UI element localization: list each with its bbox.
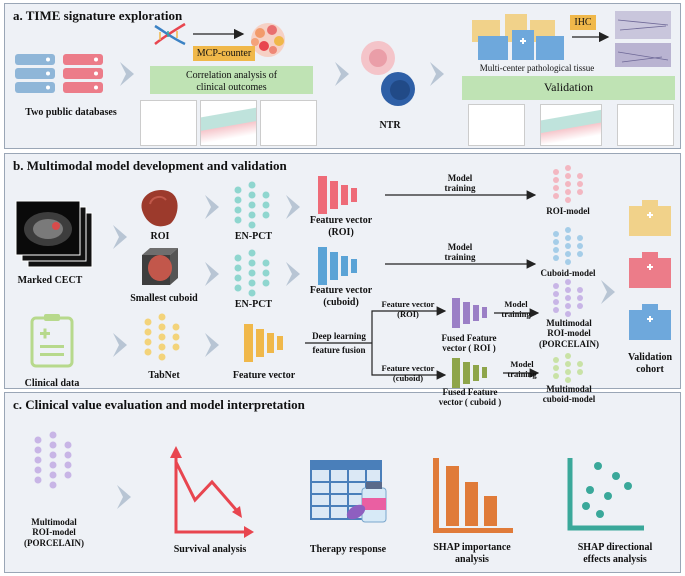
flow-arrow-icon bbox=[286, 195, 300, 219]
correlation-bar bbox=[150, 66, 313, 94]
feature-vector-label: Feature vector bbox=[232, 370, 296, 381]
porcelain-label: Multimodal ROI-model (PORCELAIN) bbox=[24, 517, 84, 548]
en-pct-cuboid-label: EN-PCT bbox=[234, 299, 273, 310]
cuboid-icon bbox=[142, 248, 178, 285]
fused-feature-roi-icon bbox=[452, 298, 487, 328]
feature-vector-roi-label: Feature vector (ROI) bbox=[309, 215, 373, 238]
flow-arrow-icon bbox=[205, 195, 219, 219]
ihc-label: IHC bbox=[570, 15, 596, 30]
marked-cect-label: Marked CECT bbox=[17, 275, 83, 286]
flow-arrow-icon bbox=[113, 225, 127, 249]
flow-arrow-icon bbox=[335, 62, 349, 86]
model-training-label-4: Model training bbox=[507, 359, 537, 379]
flow-arrow-icon bbox=[205, 333, 219, 357]
flow-arrow-icon bbox=[120, 62, 134, 86]
flow-arrow-icon bbox=[113, 333, 127, 357]
ntr-cell-icon bbox=[361, 41, 415, 106]
flow-arrow-icon bbox=[601, 280, 615, 304]
forest-plot-thumbnail-2 bbox=[617, 104, 674, 146]
shap-scatter-icon bbox=[567, 458, 644, 531]
panel-c-title: c. Clinical value evaluation and model i… bbox=[13, 397, 305, 412]
feature-vector-cuboid-icon bbox=[318, 247, 357, 285]
fused-feature-cuboid-icon bbox=[452, 358, 487, 388]
porcelain-model-network-icon bbox=[34, 431, 72, 489]
validation-hospitals-icon bbox=[629, 200, 671, 340]
panel-a-title: a. TIME signature exploration bbox=[13, 8, 183, 23]
immune-cells-icon bbox=[251, 23, 285, 57]
validation-bar bbox=[462, 76, 675, 100]
table-thumbnail-2 bbox=[468, 104, 525, 146]
multimodal-cuboid-model-label: Multimodal cuboid-model bbox=[542, 384, 596, 405]
feature-vector-cuboid-label: Feature vector (cuboid) bbox=[309, 285, 373, 308]
database-stack-red-icon bbox=[63, 54, 103, 93]
flow-arrow-icon bbox=[117, 485, 131, 509]
shap-importance-bars-icon bbox=[433, 458, 513, 533]
multimodal-cuboid-model-network-icon bbox=[553, 353, 583, 383]
hospital-icons bbox=[472, 14, 564, 60]
correlation-label: Correlation analysis of clinical outcome… bbox=[185, 70, 278, 93]
tabnet-network-icon bbox=[144, 313, 180, 361]
en-pct-roi-label: EN-PCT bbox=[234, 231, 273, 242]
model-training-label-2: Model training bbox=[444, 242, 476, 263]
flow-arrow-icon bbox=[430, 62, 444, 86]
clipboard-icon bbox=[30, 314, 74, 368]
shap-directional-label: SHAP directional effects analysis bbox=[577, 542, 653, 565]
model-training-label-1: Model training bbox=[444, 173, 476, 194]
survival-chart-icon bbox=[170, 446, 254, 538]
validation-cohort-label: Validation cohort bbox=[627, 352, 673, 375]
database-stack-blue-icon bbox=[15, 54, 55, 93]
forest-plot-thumbnail bbox=[260, 100, 317, 146]
fv-cuboid-small-label: Feature vector (cuboid) bbox=[381, 363, 435, 383]
feature-vector-roi-icon bbox=[318, 176, 357, 214]
km-curve-thumbnail bbox=[200, 100, 257, 146]
deep-learning-label: Deep learning feature fusion bbox=[312, 331, 366, 355]
roi-segmentation-icon bbox=[141, 190, 178, 227]
roi-label: ROI bbox=[150, 231, 170, 242]
mcp-counter-label: MCP-counter bbox=[193, 46, 255, 61]
therapy-response-label: Therapy response bbox=[309, 544, 387, 555]
survival-analysis-label: Survival analysis bbox=[173, 544, 247, 555]
table-thumbnail bbox=[140, 100, 197, 146]
dna-icon bbox=[154, 22, 186, 46]
ihc-tissue-images bbox=[615, 11, 671, 67]
en-pct-network-cuboid-icon bbox=[234, 249, 270, 297]
roi-model-label: ROI-model bbox=[546, 206, 590, 216]
fused-roi-label: Fused Feature vector ( ROI ) bbox=[441, 333, 497, 354]
en-pct-network-roi-icon bbox=[234, 181, 270, 229]
panel-b-title: b. Multimodal model development and vali… bbox=[13, 158, 287, 173]
clinical-data-label: Clinical data bbox=[24, 378, 80, 389]
cuboid-model-label: Cuboid-model bbox=[540, 268, 596, 278]
tabnet-label: TabNet bbox=[148, 370, 180, 381]
ct-scan-stack-icon bbox=[15, 200, 93, 268]
fused-cuboid-label: Fused Feature vector ( cuboid ) bbox=[438, 387, 502, 408]
fv-roi-small-label: Feature vector (ROI) bbox=[381, 299, 435, 319]
model-training-label-3: Model training bbox=[501, 299, 531, 319]
validation-label: Validation bbox=[543, 80, 594, 94]
flow-arrow-icon bbox=[205, 262, 219, 286]
cuboid-model-network-icon bbox=[553, 227, 583, 265]
roi-model-network-icon bbox=[553, 165, 583, 203]
km-curve-thumbnail-2 bbox=[540, 104, 602, 146]
multicenter-label: Multi-center pathological tissue bbox=[479, 63, 595, 73]
flow-arrow-icon bbox=[286, 262, 300, 286]
databases-label: Two public databases bbox=[25, 107, 117, 118]
drug-vial-icon bbox=[346, 482, 387, 523]
clinical-feature-vector-icon bbox=[244, 324, 283, 362]
multimodal-roi-model-network-icon bbox=[553, 279, 583, 317]
multimodal-roi-model-label: Multimodal ROI-model (PORCELAIN) bbox=[539, 318, 599, 349]
ntr-label: NTR bbox=[379, 120, 401, 131]
shap-importance-label: SHAP importance analysis bbox=[433, 542, 511, 565]
smallest-cuboid-label: Smallest cuboid bbox=[130, 293, 198, 304]
